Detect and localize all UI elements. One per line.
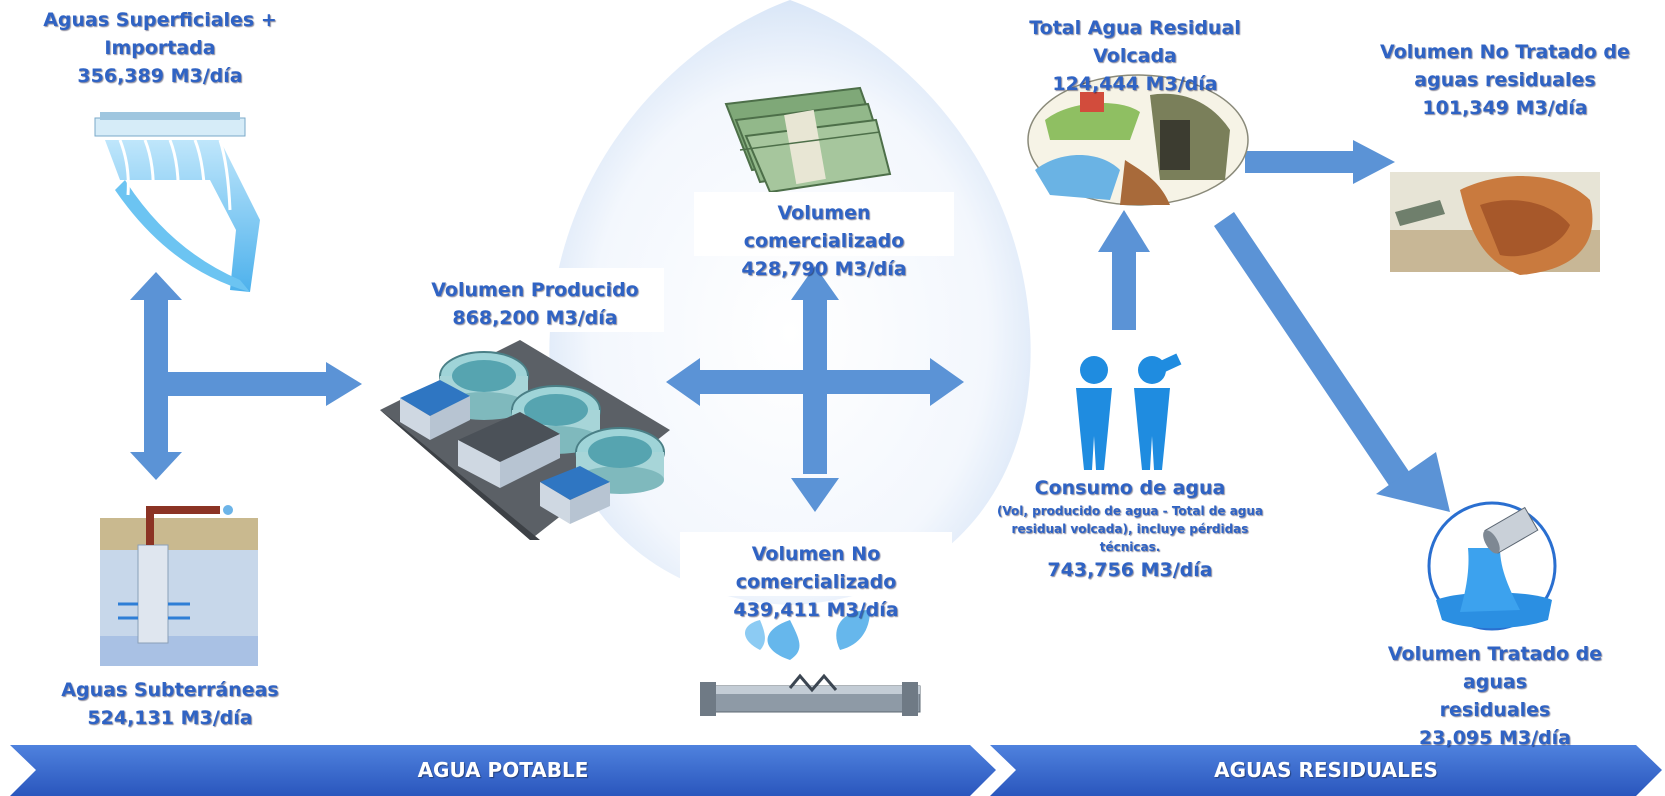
label-bg-commercialized <box>694 192 954 256</box>
treatment-plant-icon <box>380 340 670 540</box>
consumption-note-1: (Vol, producido de agua - Total de agua <box>996 504 1264 518</box>
label-groundwater: Aguas Subterráneas 524,131 M3/día <box>60 676 280 732</box>
sewage-outfall-icon <box>1027 74 1249 206</box>
banner-wastewater-label: AGUAS RESIDUALES <box>1214 758 1438 782</box>
label-commercialized: Volumen comercializado 428,790 M3/día <box>694 199 954 283</box>
left-vertical-double-arrow <box>130 272 182 480</box>
arrow-to-plant <box>168 362 362 406</box>
dam-spillway-icon <box>94 112 260 292</box>
commercialized-title: Volumen comercializado <box>743 202 905 252</box>
non-commercialized-value: 439,411 M3/día <box>733 599 899 621</box>
wastewater-total-title: Total Agua Residual Volcada <box>1029 17 1241 67</box>
surface-water-title: Aguas Superficiales + Importada <box>43 9 277 59</box>
produced-title: Volumen Producido <box>431 279 639 301</box>
treated-discharge-icon <box>1427 501 1557 631</box>
label-treated: Volumen Tratado de aguas residuales 23,0… <box>1360 640 1630 752</box>
people-drinking-icon <box>1076 353 1182 470</box>
label-non-commercialized: Volumen No comercializado 439,411 M3/día <box>680 540 952 624</box>
groundwater-well-icon <box>100 505 258 666</box>
arrow-consumption-to-wastewater <box>1098 210 1150 330</box>
consumption-value: 743,756 M3/día <box>1047 559 1213 581</box>
arrow-to-untreated <box>1245 140 1395 184</box>
consumption-note-2: residual volcada), incluye pérdidas técn… <box>1011 522 1249 554</box>
flow-arrows <box>130 140 1450 512</box>
label-wastewater-total: Total Agua Residual Volcada 124,444 M3/d… <box>990 14 1280 98</box>
label-produced: Volumen Producido 868,200 M3/día <box>406 276 664 332</box>
groundwater-title: Aguas Subterráneas <box>61 679 279 701</box>
label-untreated: Volumen No Tratado de aguas residuales 1… <box>1370 38 1640 122</box>
label-bg-produced <box>406 268 664 332</box>
untreated-discharge-icon <box>1390 172 1600 275</box>
arrow-to-treated <box>1214 212 1450 512</box>
label-surface-water: Aguas Superficiales + Importada 356,389 … <box>40 6 280 90</box>
non-commercialized-title: Volumen No comercializado <box>735 543 897 593</box>
groundwater-value: 524,131 M3/día <box>87 707 253 729</box>
untreated-title-1: Volumen No Tratado de <box>1380 41 1630 63</box>
four-way-cross-arrow <box>666 266 964 512</box>
background-water-drop <box>549 0 1031 605</box>
consumption-title: Consumo de agua <box>1034 477 1226 499</box>
commercialized-value: 428,790 M3/día <box>741 258 907 280</box>
untreated-value: 101,349 M3/día <box>1422 97 1588 119</box>
treated-title-2: residuales <box>1439 699 1551 721</box>
treated-value: 23,095 M3/día <box>1419 727 1571 749</box>
banner-potable-label: AGUA POTABLE <box>417 758 589 782</box>
banner-potable <box>10 745 996 796</box>
banner-wastewater <box>990 745 1662 796</box>
label-bg-noncommercialized <box>680 532 952 596</box>
produced-value: 868,200 M3/día <box>452 307 618 329</box>
label-consumption: Consumo de agua (Vol, producido de agua … <box>980 474 1280 584</box>
leaking-pipe-icon <box>700 610 921 716</box>
surface-water-value: 356,389 M3/día <box>77 65 243 87</box>
wastewater-total-value: 124,444 M3/día <box>1052 73 1218 95</box>
untreated-title-2: aguas residuales <box>1414 69 1596 91</box>
money-stack-icon <box>724 86 892 194</box>
treated-title-1: Volumen Tratado de aguas <box>1387 643 1603 693</box>
